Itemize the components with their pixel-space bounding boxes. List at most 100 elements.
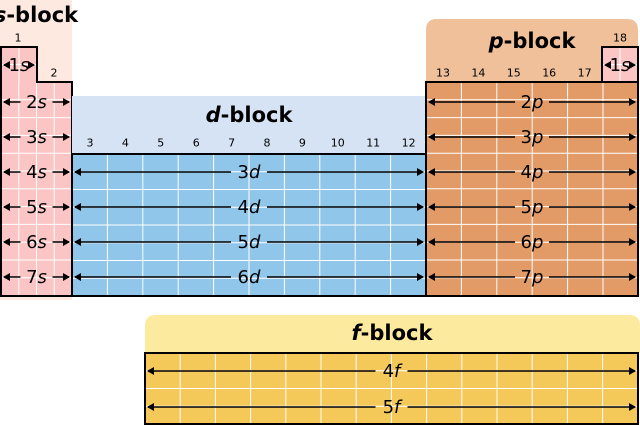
arrow-head-right (417, 168, 424, 176)
p-block-title: p-block (488, 29, 577, 53)
arrow-head-left (428, 133, 435, 141)
arrow-head-right (629, 61, 636, 69)
orbital-label: 2p (521, 92, 544, 113)
arrow-head-right (28, 61, 35, 69)
p-row: 6p (428, 232, 636, 253)
arrow-head-left (428, 98, 435, 106)
orbital-label: 5s (26, 197, 47, 218)
orbital-label: 1s (9, 55, 30, 76)
d-block-title-bg (72, 96, 426, 154)
arrow-head-right (629, 238, 636, 246)
s-row: 5s (3, 197, 70, 218)
arrow-head-right (417, 273, 424, 281)
orbital-label: 4s (26, 162, 47, 183)
arrow-head-left (428, 238, 435, 246)
group-number: 18 (613, 32, 627, 45)
group-number: 12 (402, 137, 416, 150)
group-number: 9 (299, 137, 306, 150)
f-block-title-bg (145, 315, 640, 353)
arrow-head-left (3, 203, 10, 211)
group-number: 2 (51, 67, 58, 80)
d-row: 6d (74, 267, 424, 288)
p-row: 5p (428, 197, 636, 218)
orbital-label: 4d (238, 197, 261, 218)
orbital-label: 2s (26, 92, 47, 113)
s-row: 2s (3, 92, 70, 113)
orbital-label: 6d (238, 267, 261, 288)
arrow-head-left (74, 238, 81, 246)
orbital-label: 3d (238, 162, 261, 183)
arrow-head-right (629, 168, 636, 176)
arrow-head-left (428, 168, 435, 176)
group-number: 5 (157, 137, 164, 150)
d-row: 4d (74, 197, 424, 218)
helium-row-1s: 1s (604, 55, 636, 76)
arrow-head-right (63, 98, 70, 106)
s-row: 3s (3, 127, 70, 148)
p-row: 3p (428, 127, 636, 148)
arrow-head-left (3, 98, 10, 106)
arrow-head-left (3, 273, 10, 281)
arrow-head-right (629, 273, 636, 281)
orbital-label: 4p (521, 162, 544, 183)
group-number: 10 (331, 137, 345, 150)
f-block-border (144, 352, 639, 425)
orbital-label: 7s (26, 267, 47, 288)
group-number: 1 (15, 32, 22, 45)
arrow-head-right (417, 203, 424, 211)
s-block-title: s-block (0, 3, 79, 27)
arrow-head-left (74, 273, 81, 281)
orbital-label: 6p (521, 232, 544, 253)
s-row: 4s (3, 162, 70, 183)
arrow-head-right (629, 98, 636, 106)
orbital-label: 7p (521, 267, 544, 288)
orbital-label: 3p (521, 127, 544, 148)
orbital-label: 1s (610, 55, 631, 76)
group-number: 3 (87, 137, 94, 150)
arrow-head-left (3, 61, 10, 69)
p-block-border (425, 81, 639, 297)
group-number: 14 (471, 67, 485, 80)
arrow-head-right (63, 168, 70, 176)
arrow-head-right (629, 367, 636, 375)
p-row: 2p (428, 92, 636, 113)
arrow-head-left (74, 203, 81, 211)
arrow-head-left (428, 273, 435, 281)
arrow-head-left (428, 203, 435, 211)
group-number: 6 (193, 137, 200, 150)
orbital-label: 6s (26, 232, 47, 253)
group-number: 11 (366, 137, 380, 150)
orbital-label: 4f (383, 361, 403, 382)
f-row: 4f (147, 361, 636, 382)
group-number: 7 (228, 137, 235, 150)
helium-cell-border (601, 46, 639, 83)
s-block: s-block 1 2 1s 2s 3s 4s 5s 6s 7s (0, 0, 79, 300)
group-number: 15 (507, 67, 521, 80)
p-block-title-bg (426, 19, 638, 82)
f-row: 5f (147, 397, 636, 418)
group-number: 13 (436, 67, 450, 80)
group-number: 8 (264, 137, 271, 150)
s-block-border (0, 46, 73, 297)
d-row: 5d (74, 232, 424, 253)
arrow-head-right (63, 133, 70, 141)
arrow-head-right (629, 133, 636, 141)
s-row-1s: 1s (3, 55, 35, 76)
s-row: 7s (3, 267, 70, 288)
orbital-label: 3s (26, 127, 47, 148)
arrow-head-right (629, 203, 636, 211)
arrow-head-right (63, 203, 70, 211)
orbital-label: 5f (383, 397, 403, 418)
arrow-head-left (604, 61, 611, 69)
d-block-title: d-block (206, 103, 294, 127)
group-number: 17 (578, 67, 592, 80)
arrow-head-left (147, 367, 154, 375)
group-number: 16 (542, 67, 556, 80)
arrow-head-right (63, 238, 70, 246)
arrow-head-left (147, 403, 154, 411)
arrow-head-right (629, 403, 636, 411)
p-row: 4p (428, 162, 636, 183)
